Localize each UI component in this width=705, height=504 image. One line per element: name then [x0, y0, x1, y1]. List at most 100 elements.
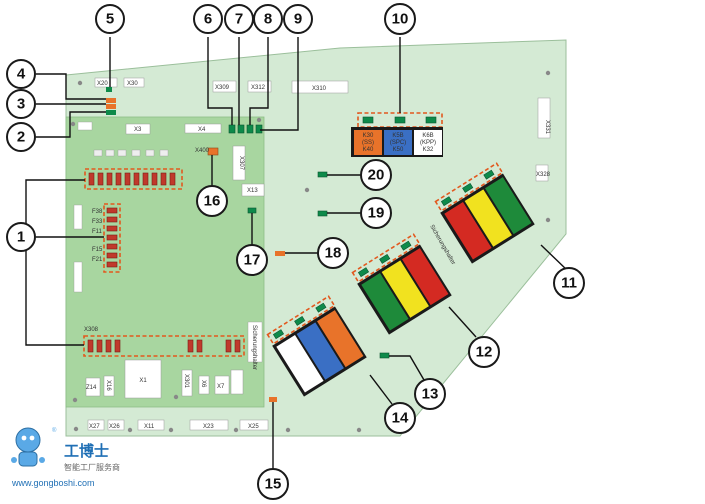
leader-lines	[25, 37, 569, 470]
connector-x301-label: X301	[183, 374, 189, 389]
watermark-url: www.gongboshi.com	[11, 478, 95, 488]
connector-3	[106, 104, 116, 109]
top-connectors: X20 X30 X3 X4 X309 X312 X310 X331 X328 X…	[94, 77, 551, 197]
callout-7: 7	[224, 4, 254, 34]
relay-k6-line2: (KPP)	[420, 140, 436, 146]
svg-text:14: 14	[392, 410, 409, 427]
connector-x25-box	[239, 419, 269, 431]
svg-text:4: 4	[17, 66, 26, 83]
callout-6: 6	[193, 4, 223, 34]
connector-x4-box	[184, 123, 222, 134]
connector-x27-box	[87, 419, 105, 431]
connector-x309-label: X309	[215, 85, 230, 91]
connector-18	[275, 251, 285, 256]
connector-x11-box	[137, 419, 165, 431]
callout-20: 20	[360, 159, 392, 191]
callout-8: 8	[253, 4, 283, 34]
relay-k6	[414, 130, 442, 155]
callout-5: 5	[95, 4, 125, 34]
callout-11: 11	[553, 267, 585, 299]
connector-6	[228, 124, 236, 134]
connector-x23-label: X23	[203, 424, 214, 430]
connector-x307-box	[232, 145, 246, 181]
callout-14: 14	[384, 402, 416, 434]
connector-x7-label: X7	[217, 384, 225, 390]
callout-9: 9	[283, 4, 313, 34]
svg-text:12: 12	[476, 344, 493, 361]
relay-k30-line1: K30	[363, 133, 374, 139]
connector-x307-label: X307	[238, 156, 244, 171]
callout-3: 3	[6, 89, 36, 119]
callout-2: 2	[6, 122, 36, 152]
connector-x310-box	[291, 80, 349, 94]
relay-block-10: K30 (SS) K40 K5B (SPC) K50 K6B (KPP) K32	[351, 112, 443, 157]
connector-19	[317, 210, 328, 217]
connector-x4-label: X4	[198, 127, 206, 133]
connector-x3-label: X3	[134, 127, 142, 133]
connector-x310-label: X310	[312, 86, 327, 92]
svg-text:18: 18	[325, 245, 342, 262]
callout-4: 4	[6, 59, 36, 89]
connector-x13-label: X13	[247, 188, 258, 194]
relay-k5-line3: K50	[393, 147, 404, 153]
fuse-group-top-row	[84, 168, 183, 190]
connector-x312-box	[247, 80, 272, 93]
relay-k30	[354, 130, 382, 155]
svg-text:6: 6	[204, 11, 212, 28]
connector-8	[246, 124, 254, 134]
relay-block-14	[266, 295, 367, 397]
svg-text:16: 16	[204, 193, 221, 210]
connector-15	[269, 397, 277, 402]
connector-4	[106, 98, 116, 103]
connector-20	[317, 171, 328, 178]
connector-x400-label: X400	[195, 148, 210, 154]
relay-block-11	[434, 162, 535, 264]
relay-k6-line3: K32	[423, 147, 434, 153]
fuse-label-1: F38	[92, 209, 103, 215]
connector-x301-box	[181, 369, 193, 397]
callout-16: 16	[196, 185, 228, 217]
svg-text:9: 9	[294, 11, 302, 28]
relay-k5	[384, 130, 412, 155]
connector-5	[106, 87, 112, 92]
mounting-holes	[70, 70, 551, 433]
connector-x30-box	[123, 77, 145, 88]
connector-x6-box	[198, 375, 210, 395]
connector-x308-label: X308	[84, 327, 99, 333]
fuse-label-4: F15	[92, 247, 103, 253]
connector-x7-box	[214, 375, 230, 395]
callout-13: 13	[414, 378, 446, 410]
bottom-components: X1 Z14 X16 X301 X6 X7 X27 X26 X11 X23 X2…	[84, 327, 269, 431]
callout-18: 18	[317, 237, 349, 269]
connector-x16-box	[103, 375, 115, 397]
connector-x23-box	[189, 419, 229, 431]
connector-x331-box	[537, 97, 551, 139]
connector-x25-label: X25	[248, 424, 259, 430]
fuse-label-2: F33	[92, 219, 103, 225]
relay-k5-line1: K5B	[392, 133, 403, 139]
connector-x1-box	[124, 359, 162, 399]
connector-x26-label: X26	[109, 424, 120, 430]
svg-text:13: 13	[422, 386, 439, 403]
svg-text:5: 5	[106, 11, 114, 28]
watermark-subtitle: 智能工厂服务商	[64, 462, 120, 472]
relay-k30-line2: (SS)	[362, 140, 374, 146]
callout-12: 12	[468, 336, 500, 368]
callout-19: 19	[360, 197, 392, 229]
svg-text:19: 19	[368, 205, 385, 222]
connector-x27-label: X27	[89, 424, 100, 430]
relay-k6-line1: K6B	[422, 133, 433, 139]
connector-x328-box	[535, 164, 549, 182]
connector-x16-label: X16	[105, 380, 111, 391]
svg-text:2: 2	[17, 129, 25, 146]
svg-text:20: 20	[368, 167, 385, 184]
connector-x309-box	[212, 80, 237, 93]
relay-block-12	[351, 233, 452, 335]
connector-x30-label: X30	[127, 81, 138, 87]
svg-text:11: 11	[561, 275, 577, 292]
connector-17	[247, 207, 257, 214]
svg-text:10: 10	[392, 11, 409, 28]
svg-text:1: 1	[17, 229, 25, 246]
fuse-label-5: F21	[92, 257, 103, 263]
